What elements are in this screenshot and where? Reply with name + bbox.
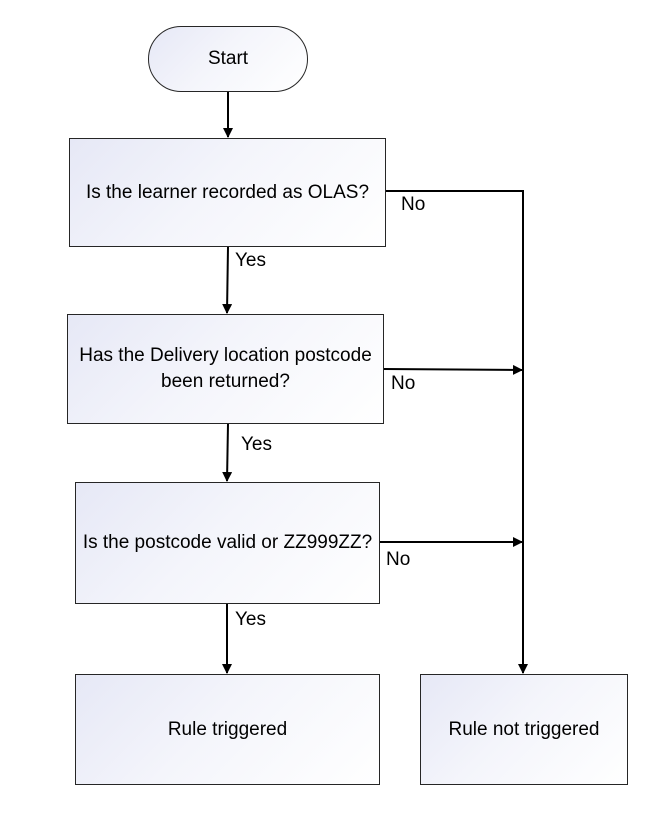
result-rule-triggered-label: Rule triggered: [167, 718, 288, 740]
decision-postcode-returned-label: Has the Delivery location postcode been …: [79, 343, 372, 395]
start-node-label: Start: [207, 48, 249, 69]
result-rule-triggered: Rule triggered: [75, 674, 380, 785]
result-rule-not-triggered-label: Rule not triggered: [448, 718, 600, 740]
decision-postcode-returned-line2: been returned?: [161, 371, 290, 392]
decision-olas-label: Is the learner recorded as OLAS?: [85, 181, 370, 203]
decision-postcode-valid-label: Is the postcode valid or ZZ999ZZ?: [82, 532, 373, 553]
edge-q1-no: [386, 190, 528, 674]
start-node: Start: [148, 26, 308, 92]
edge-label-q3-yes: Yes: [235, 609, 266, 630]
decision-olas: Is the learner recorded as OLAS?: [69, 138, 386, 247]
edge-label-q1-yes: Yes: [235, 250, 266, 271]
edge-q2-yes: [222, 423, 233, 482]
decision-postcode-valid: Is the postcode valid or ZZ999ZZ?: [75, 482, 380, 604]
edge-q2-no: [383, 364, 523, 375]
edge-label-q2-yes: Yes: [241, 434, 272, 455]
edge-label-q2-no: No: [391, 373, 416, 394]
edge-label-q3-no: No: [386, 549, 411, 570]
edge-label-q1-no: No: [401, 194, 426, 215]
decision-postcode-returned-line1: Has the Delivery location postcode: [79, 345, 372, 366]
edge-q1-yes: [222, 246, 233, 314]
result-rule-not-triggered: Rule not triggered: [420, 674, 628, 785]
decision-postcode-returned: Has the Delivery location postcode been …: [67, 314, 384, 424]
